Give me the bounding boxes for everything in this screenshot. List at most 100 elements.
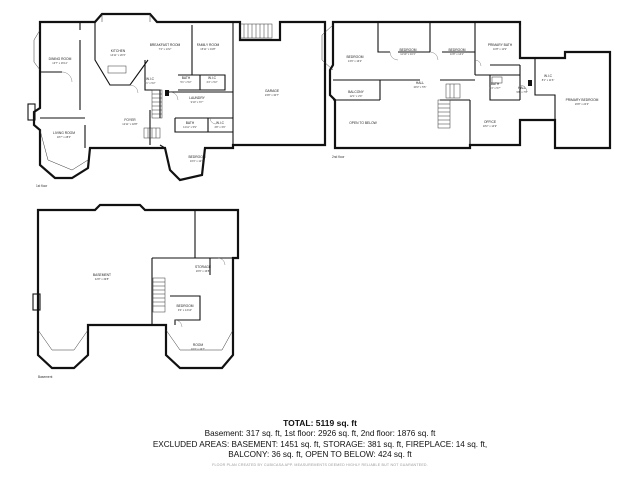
room-label: HALL <box>416 81 424 85</box>
room-dimension: 16'3" x 12'9" <box>190 159 204 163</box>
room-dimension: 18'2" x 14'9" <box>483 124 497 128</box>
svg-text:7'4" x 13'2": 7'4" x 13'2" <box>159 47 172 51</box>
svg-text:BREAKFAST ROOM: BREAKFAST ROOM <box>150 43 181 47</box>
disclaimer: FLOOR PLAN CREATED BY CUBICASA APP. MEAS… <box>212 463 428 467</box>
room-dimension: 13'7" x 16'11" <box>52 61 68 65</box>
basement-plan: BASEMENT 42'8" x 49'8" STORAGE 20'9" x 1… <box>32 203 240 379</box>
room-label: KITCHEN <box>111 49 126 53</box>
first-floor-plan: DINING ROOM 13'7" x 16'11" KITCHEN 14'11… <box>27 12 327 188</box>
room-dimension: 12'1" x 2'9" <box>350 94 363 98</box>
room-label: FOYER <box>124 118 136 122</box>
room-label: ROOM <box>193 343 204 347</box>
room-label: W.I.C <box>146 77 155 81</box>
svg-text:16'3" x 12'9": 16'3" x 12'9" <box>190 159 204 163</box>
room-dimension: 14'11" x 20'3" <box>110 53 126 57</box>
room-dimension: 16'3" x 13'7" <box>191 347 205 351</box>
svg-text:12'1" x 2'9": 12'1" x 2'9" <box>350 94 363 98</box>
svg-text:HALL: HALL <box>416 81 424 85</box>
floor-label: 2nd floor <box>332 155 345 159</box>
room-dimension: 7'4" x 13'2" <box>159 47 172 51</box>
svg-text:BEDROOM: BEDROOM <box>346 55 363 59</box>
room-label: LIVING ROOM <box>53 131 75 135</box>
svg-text:DINING ROOM: DINING ROOM <box>49 57 72 61</box>
svg-text:15'11" x 19'8": 15'11" x 19'8" <box>200 47 216 51</box>
svg-text:12'11" x 18'8": 12'11" x 18'8" <box>122 122 138 126</box>
room-label: BEDROOM <box>448 48 465 52</box>
room-label: BEDROOM <box>188 155 205 159</box>
excluded-areas: EXCLUDED AREAS: BASEMENT: 1451 sq. ft, S… <box>152 439 488 449</box>
svg-text:PRIMARY BEDROOM: PRIMARY BEDROOM <box>566 98 599 102</box>
svg-text:BALCONY: BALCONY <box>348 90 365 94</box>
room-label: BEDROOM <box>399 48 416 52</box>
svg-text:11'11" x 5'9": 11'11" x 5'9" <box>183 125 197 129</box>
room-label: BATH <box>491 82 500 86</box>
svg-text:29'3" x 5'5": 29'3" x 5'5" <box>414 85 427 89</box>
room-label: LAUNDRY <box>189 96 205 100</box>
room-dimension: 10'8" x 11'9" <box>493 47 507 51</box>
room-label: W.I.C <box>208 76 217 80</box>
room-label: PRIMARY BEDROOM <box>566 98 599 102</box>
svg-text:BEDROOM: BEDROOM <box>448 48 465 52</box>
svg-text:11'8" x 14'1": 11'8" x 14'1" <box>450 52 464 56</box>
area-summary: TOTAL: 5119 sq. ft Basement: 317 sq. ft,… <box>0 418 640 461</box>
excluded-areas-continued: BALCONY: 36 sq. ft, OPEN TO BELOW: 424 s… <box>228 450 412 459</box>
room-label: OPEN TO BELOW <box>349 121 377 125</box>
room-dimension: 12'11" x 18'8" <box>122 122 138 126</box>
room-label: DINING ROOM <box>49 57 72 61</box>
svg-text:4'8" x 3'9": 4'8" x 3'9" <box>214 125 225 129</box>
room-label: HALL <box>518 86 526 90</box>
room-label: W.I.C <box>544 74 553 78</box>
svg-text:W.I.C: W.I.C <box>208 76 217 80</box>
svg-text:13'7" x 16'11": 13'7" x 16'11" <box>52 61 68 65</box>
svg-text:ROOM: ROOM <box>193 343 204 347</box>
svg-text:23'8" x 30'7": 23'8" x 30'7" <box>265 93 279 97</box>
floor-label: Basement <box>38 375 52 379</box>
svg-text:W.I.C: W.I.C <box>544 74 553 78</box>
room-dimension: 18'7" x 28'3" <box>57 135 71 139</box>
room-dimension: 13'9" x 16'2" <box>348 59 362 63</box>
second-floor-plan: BEDROOM 13'9" x 16'2" BEDROOM 11'10" x 1… <box>321 20 612 159</box>
svg-text:BATH: BATH <box>186 121 195 125</box>
room-dimension: 9'8" x 7'9" <box>516 90 527 94</box>
svg-text:LIVING ROOM: LIVING ROOM <box>53 131 75 135</box>
room-label: BATH <box>182 76 191 80</box>
room-dimension: 8'4" x 5'7" <box>489 86 500 90</box>
svg-text:26'8" x 24'3": 26'8" x 24'3" <box>575 102 589 106</box>
room-label: STORAGE <box>195 265 212 269</box>
room-label: PRIMARY BATH <box>488 43 513 47</box>
room-dimension: 9'10" x 6'7" <box>191 100 204 104</box>
room-dimension: 8'1" x 11'6" <box>542 78 555 82</box>
svg-text:BASEMENT: BASEMENT <box>93 273 111 277</box>
svg-text:16'3" x 13'7": 16'3" x 13'7" <box>191 347 205 351</box>
svg-text:9'4" x 14'10": 9'4" x 14'10" <box>178 308 192 312</box>
floor-label: 1st floor <box>36 184 48 188</box>
room-dimension: 4'8" x 3'9" <box>214 125 225 129</box>
svg-text:5'1" x 5'2": 5'1" x 5'2" <box>180 80 191 84</box>
svg-text:KITCHEN: KITCHEN <box>111 49 126 53</box>
svg-text:9'8" x 7'9": 9'8" x 7'9" <box>516 90 527 94</box>
svg-text:11'10" x 16'1": 11'10" x 16'1" <box>400 52 416 56</box>
room-dimension: 15'11" x 19'8" <box>200 47 216 51</box>
room-dimension: 11'8" x 14'1" <box>450 52 464 56</box>
svg-text:9'10" x 6'7": 9'10" x 6'7" <box>191 100 204 104</box>
svg-text:STORAGE: STORAGE <box>195 265 212 269</box>
svg-text:OFFICE: OFFICE <box>484 120 497 124</box>
svg-text:LAUNDRY: LAUNDRY <box>189 96 205 100</box>
room-label: BEDROOM <box>346 55 363 59</box>
svg-text:8'4" x 5'7": 8'4" x 5'7" <box>489 86 500 90</box>
svg-text:6'1" x 5'2": 6'1" x 5'2" <box>144 81 155 85</box>
room-label: BEDROOM <box>176 304 193 308</box>
svg-text:W.I.C: W.I.C <box>146 77 155 81</box>
room-dimension: 5'1" x 5'2" <box>180 80 191 84</box>
total-area: TOTAL: 5119 sq. ft <box>283 418 357 428</box>
room-dimension: 6'1" x 5'2" <box>144 81 155 85</box>
svg-text:BATH: BATH <box>491 82 500 86</box>
room-dimension: 11'11" x 5'9" <box>183 125 197 129</box>
svg-text:20'9" x 16'8": 20'9" x 16'8" <box>196 269 210 273</box>
floor-area-breakdown: Basement: 317 sq. ft, 1st floor: 2926 sq… <box>204 429 436 438</box>
room-dimension: 11'10" x 16'1" <box>400 52 416 56</box>
svg-text:FAMILY ROOM: FAMILY ROOM <box>197 43 220 47</box>
room-label: BALCONY <box>348 90 365 94</box>
room-dimension: 42'8" x 49'8" <box>95 277 109 281</box>
svg-text:OPEN TO BELOW: OPEN TO BELOW <box>349 121 377 125</box>
